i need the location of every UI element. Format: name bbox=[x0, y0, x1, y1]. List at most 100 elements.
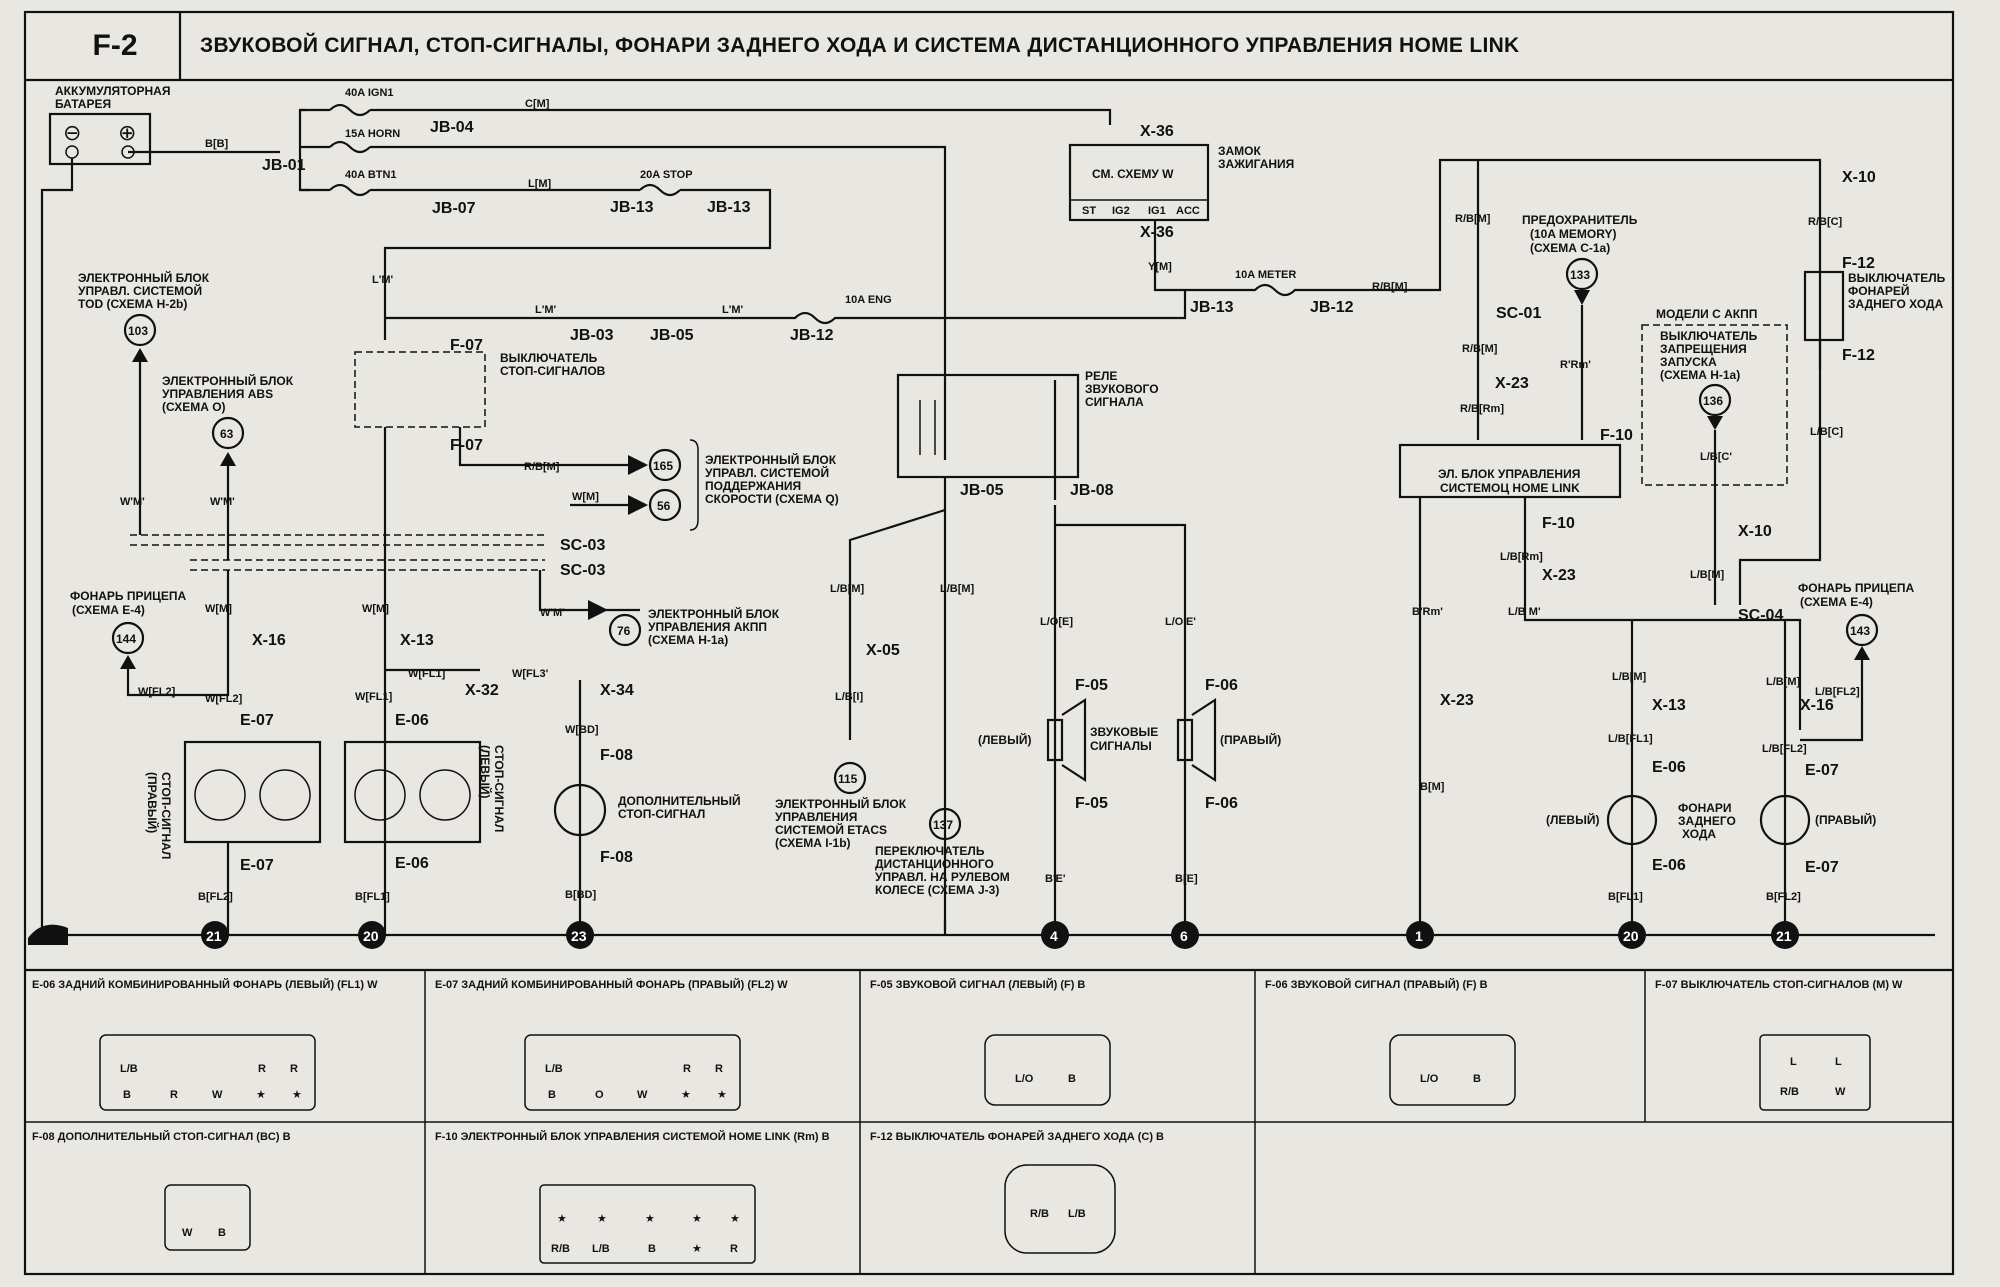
ignition-ref: СМ. СХЕМУ W bbox=[1092, 167, 1174, 181]
svg-text:R: R bbox=[170, 1089, 178, 1101]
connector-f12 bbox=[1004, 1164, 1116, 1254]
wire-ig1 bbox=[1153, 220, 1185, 292]
wire-label: L/B[C' bbox=[1700, 451, 1732, 463]
ref-103 bbox=[123, 313, 157, 347]
wire-rb-bus bbox=[1430, 158, 1822, 370]
reverse-label: ФОНАРИ bbox=[1678, 801, 1732, 815]
jb01-feeds bbox=[300, 108, 330, 192]
svg-text:R/B: R/B bbox=[551, 1243, 570, 1255]
wire-label: B[FL2] bbox=[1766, 891, 1801, 903]
relay-label-2: ЗВУКОВОГО bbox=[1085, 382, 1159, 396]
wire-homelink-out bbox=[1523, 497, 1555, 622]
wire-horns bbox=[1053, 505, 1187, 935]
abs-label: ЭЛЕКТРОННЫЙ БЛОК bbox=[162, 373, 294, 388]
wire-label: B'E' bbox=[1045, 873, 1066, 885]
svg-text:★: ★ bbox=[292, 1089, 302, 1101]
connector-table: E-06 ЗАДНИЙ КОМБИНИРОВАННЫЙ ФОНАРЬ (ЛЕВЫ… bbox=[32, 978, 1903, 1264]
remote-label-2: ДИСТАНЦИОННОГО bbox=[875, 857, 994, 871]
inhibit-label: ВЫКЛЮЧАТЕЛЬ bbox=[1660, 329, 1758, 343]
svg-text:4: 4 bbox=[1050, 928, 1058, 944]
wire-label: W[BD] bbox=[565, 724, 599, 736]
fuse-stop bbox=[639, 183, 681, 197]
svg-text:B: B bbox=[548, 1089, 556, 1101]
trailer-label-2: (СХЕМА Е-4) bbox=[1800, 595, 1873, 609]
table-cell-title: F-10 ЭЛЕКТРОННЫЙ БЛОК УПРАВЛЕНИЯ СИСТЕМО… bbox=[435, 1130, 830, 1143]
svg-text:B: B bbox=[648, 1243, 656, 1255]
table-cell-title: F-06 ЗВУКОВОЙ СИГНАЛ (ПРАВЫЙ) (F) B bbox=[1265, 978, 1488, 991]
wire-etacs bbox=[848, 508, 946, 740]
reverse-lamp-right-icon bbox=[1759, 794, 1811, 846]
wire-label: W[FL3' bbox=[512, 668, 549, 680]
f07-label-2: F-07 bbox=[450, 437, 483, 454]
etacs-label-4: (СХЕМА I-1b) bbox=[775, 836, 851, 850]
ground-point-4 bbox=[1041, 921, 1069, 949]
wire-label: L/B[M] bbox=[830, 583, 865, 595]
jb13-label: JB-13 bbox=[610, 199, 654, 216]
inhibit-label-2: ЗАПРЕЩЕНИЯ bbox=[1660, 342, 1747, 356]
ign-ig1: IG1 bbox=[1148, 205, 1166, 217]
f12-label: F-12 bbox=[1842, 255, 1875, 272]
akpp-model-label: МОДЕЛИ С АКПП bbox=[1656, 307, 1757, 321]
ground-point-21 bbox=[201, 921, 229, 949]
wire-label: W'M' bbox=[210, 496, 235, 508]
jb12-label-2: JB-12 bbox=[790, 327, 834, 344]
ref-144-label: 144 bbox=[116, 632, 136, 646]
wire-label: L/B[FL2] bbox=[1815, 686, 1860, 698]
svg-text:★: ★ bbox=[692, 1213, 702, 1225]
wire-label: R/B[M] bbox=[524, 461, 560, 473]
remote-label: ПЕРЕКЛЮЧАТЕЛЬ bbox=[875, 844, 985, 858]
wire-label: B[BD] bbox=[565, 889, 596, 901]
jb13-label-2: JB-13 bbox=[707, 199, 751, 216]
homelink-label-2: СИСТЕМОЦ HOME LINK bbox=[1440, 481, 1580, 495]
reverse-switch-label-3: ЗАДНЕГО ХОДА bbox=[1848, 297, 1944, 311]
wire-label: W[M] bbox=[205, 603, 232, 615]
svg-text:L: L bbox=[1835, 1056, 1842, 1068]
ref-144 bbox=[111, 621, 145, 655]
svg-text:★: ★ bbox=[681, 1089, 691, 1101]
wire-label: R/B[M] bbox=[1462, 343, 1498, 355]
inhibit-label-4: (СХЕМА Н-1а) bbox=[1660, 368, 1740, 382]
e06-label-2: E-06 bbox=[395, 855, 429, 872]
abs-label-2: УПРАВЛЕНИЯ ABS bbox=[162, 387, 273, 401]
reverse-switch-label: ВЫКЛЮЧАТЕЛЬ bbox=[1848, 271, 1946, 285]
wire-label: W'M' bbox=[540, 607, 565, 619]
ign-acc: ACC bbox=[1176, 205, 1200, 217]
stop-switch-label-2: СТОП-СИГНАЛОВ bbox=[500, 364, 606, 378]
svg-text:L/B: L/B bbox=[592, 1243, 610, 1255]
fuse-meter bbox=[1185, 283, 1430, 297]
arrow-down-icon bbox=[1707, 416, 1723, 430]
table-cell-title: F-07 ВЫКЛЮЧАТЕЛЬ СТОП-СИГНАЛОВ (M) W bbox=[1655, 979, 1903, 991]
homelink-label: ЭЛ. БЛОК УПРАВЛЕНИЯ bbox=[1438, 467, 1580, 481]
cruise-label-2: УПРАВЛ. СИСТЕМОЙ bbox=[705, 465, 829, 480]
x36-label: X-36 bbox=[1140, 123, 1174, 140]
ref-56-label: 56 bbox=[657, 499, 671, 513]
fuse-meter-label: 10A METER bbox=[1235, 269, 1296, 281]
wire-stop-to-switch bbox=[383, 188, 772, 340]
wire-label: L/B M' bbox=[1508, 606, 1541, 618]
wire-label: B[FL1] bbox=[1608, 891, 1643, 903]
f08-label-2: F-08 bbox=[600, 849, 633, 866]
x13-label: X-13 bbox=[400, 632, 434, 649]
svg-text:L/B: L/B bbox=[1068, 1208, 1086, 1220]
svg-text:★: ★ bbox=[597, 1213, 607, 1225]
trailer-label-left: ФОНАРЬ ПРИЦЕПА bbox=[70, 589, 187, 603]
etacs-label-2: УПРАВЛЕНИЯ bbox=[775, 810, 857, 824]
f05-label-2: F-05 bbox=[1075, 795, 1108, 812]
connector-f10 bbox=[539, 1184, 756, 1264]
svg-text:6: 6 bbox=[1180, 928, 1188, 944]
wire-horn-feed bbox=[370, 145, 947, 460]
ref-136 bbox=[1698, 383, 1732, 417]
wire-label: L'M' bbox=[535, 304, 556, 316]
remote-label-4: КОЛЕСЕ (СХЕМА J-3) bbox=[875, 883, 999, 897]
svg-text:★: ★ bbox=[645, 1213, 655, 1225]
svg-text:B: B bbox=[1068, 1073, 1076, 1085]
stop-left-label-2: (ЛЕВЫЙ) bbox=[478, 745, 493, 798]
jb08-label: JB-08 bbox=[1070, 482, 1114, 499]
svg-text:R/B: R/B bbox=[1780, 1086, 1799, 1098]
battery-label: АККУМУЛЯТОРНАЯ bbox=[55, 84, 170, 98]
ignition-switch-box bbox=[1068, 143, 1210, 222]
connector-f06 bbox=[1389, 1034, 1516, 1106]
ref-143-label: 143 bbox=[1850, 624, 1870, 638]
reverse-switch-label-2: ФОНАРЕЙ bbox=[1848, 283, 1910, 298]
ref-76-label: 76 bbox=[617, 624, 631, 638]
